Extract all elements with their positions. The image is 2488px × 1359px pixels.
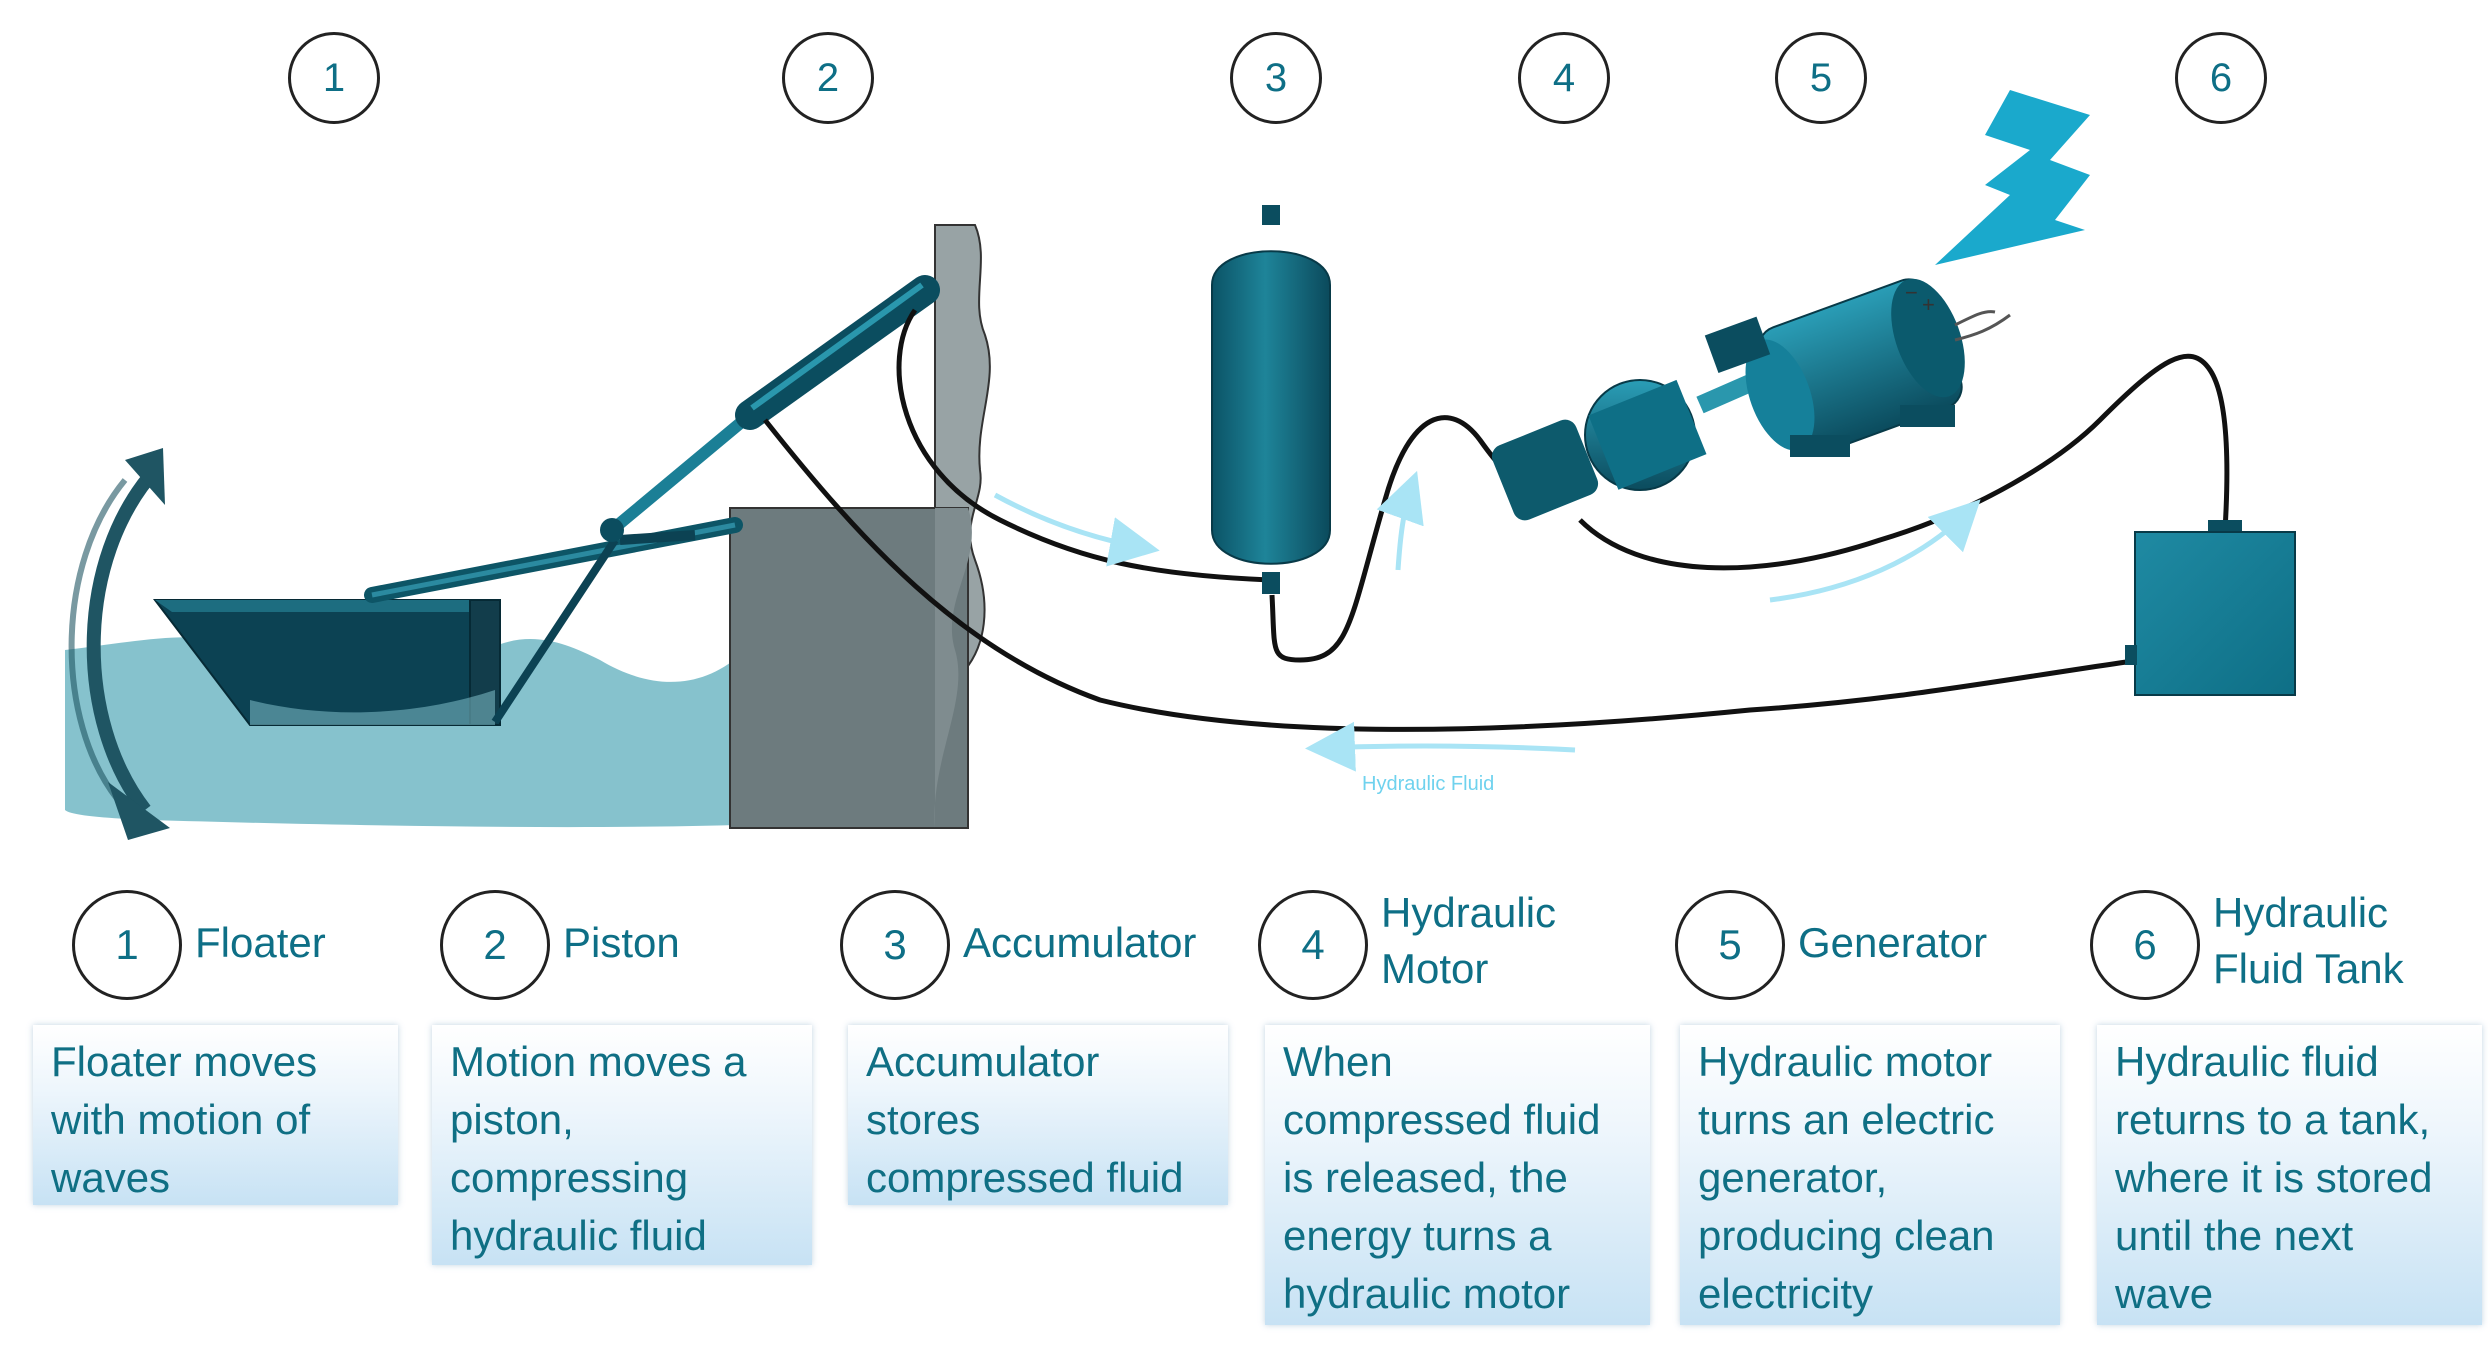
legend-title-hydraulic-motor: Hydraulic Motor — [1381, 889, 1557, 992]
legend-title-piston: Piston — [563, 919, 680, 966]
breakwater-lower-wall — [729, 507, 969, 829]
legend-description-accumulator: Accumulator stores compressed fluid — [848, 1025, 1228, 1205]
top-number-1: 1 — [288, 32, 380, 124]
legend-description-floater: Floater moves with motion of waves — [33, 1025, 398, 1205]
legend-description-hydraulic-motor: When compressed fluid is released, the e… — [1265, 1025, 1650, 1325]
hydraulic-fluid-flow-label: Hydraulic Fluid — [1362, 773, 1495, 795]
legend-number-4: 4 — [1258, 890, 1368, 1000]
flow-arrow-return — [1305, 721, 1576, 772]
legend-description-piston: Motion moves a piston, compressing hydra… — [432, 1025, 812, 1265]
motion-arrow — [86, 465, 161, 815]
legend-number-1: 1 — [72, 890, 182, 1000]
piston-cylinder — [735, 275, 940, 430]
piston-rod — [606, 409, 756, 536]
top-number-4: 4 — [1518, 32, 1610, 124]
legend-number-2: 2 — [440, 890, 550, 1000]
legend-title-generator: Generator — [1798, 919, 1988, 966]
generator-positive-terminal: + — [1922, 292, 1935, 317]
legend-title-floater: Floater — [195, 919, 326, 966]
legend-title-accumulator: Accumulator — [963, 919, 1197, 966]
flow-arrow-motor — [1769, 499, 1981, 603]
top-number-3: 3 — [1230, 32, 1322, 124]
legend-description-generator: Hydraulic motor turns an electric genera… — [1680, 1025, 2060, 1325]
fluid-tank-box — [2125, 520, 2296, 696]
top-number-2: 2 — [782, 32, 874, 124]
accumulator-vessel — [1211, 205, 1331, 594]
legend-number-3: 3 — [840, 890, 950, 1000]
lightning-bolt-icon — [1935, 90, 2090, 265]
hydraulic-motor-body — [1491, 379, 1707, 521]
legend-title-hydraulic-fluid-tank: Hydraulic Fluid Tank — [2213, 889, 2404, 992]
hose-motor-to-tank — [1578, 353, 2230, 571]
legend-number-6: 6 — [2090, 890, 2200, 1000]
top-number-5: 5 — [1775, 32, 1867, 124]
generator-negative-terminal: − — [1905, 280, 1918, 305]
top-number-6: 6 — [2175, 32, 2267, 124]
hose-piston-to-accumulator — [896, 308, 1271, 583]
flow-arrow-accumulator — [1376, 470, 1424, 571]
legend-description-hydraulic-fluid-tank: Hydraulic fluid returns to a tank, where… — [2097, 1025, 2482, 1325]
legend-number-5: 5 — [1675, 890, 1785, 1000]
flow-arrow-piston — [993, 492, 1160, 567]
hose-return — [763, 418, 2141, 732]
generator-body — [1704, 278, 2011, 457]
